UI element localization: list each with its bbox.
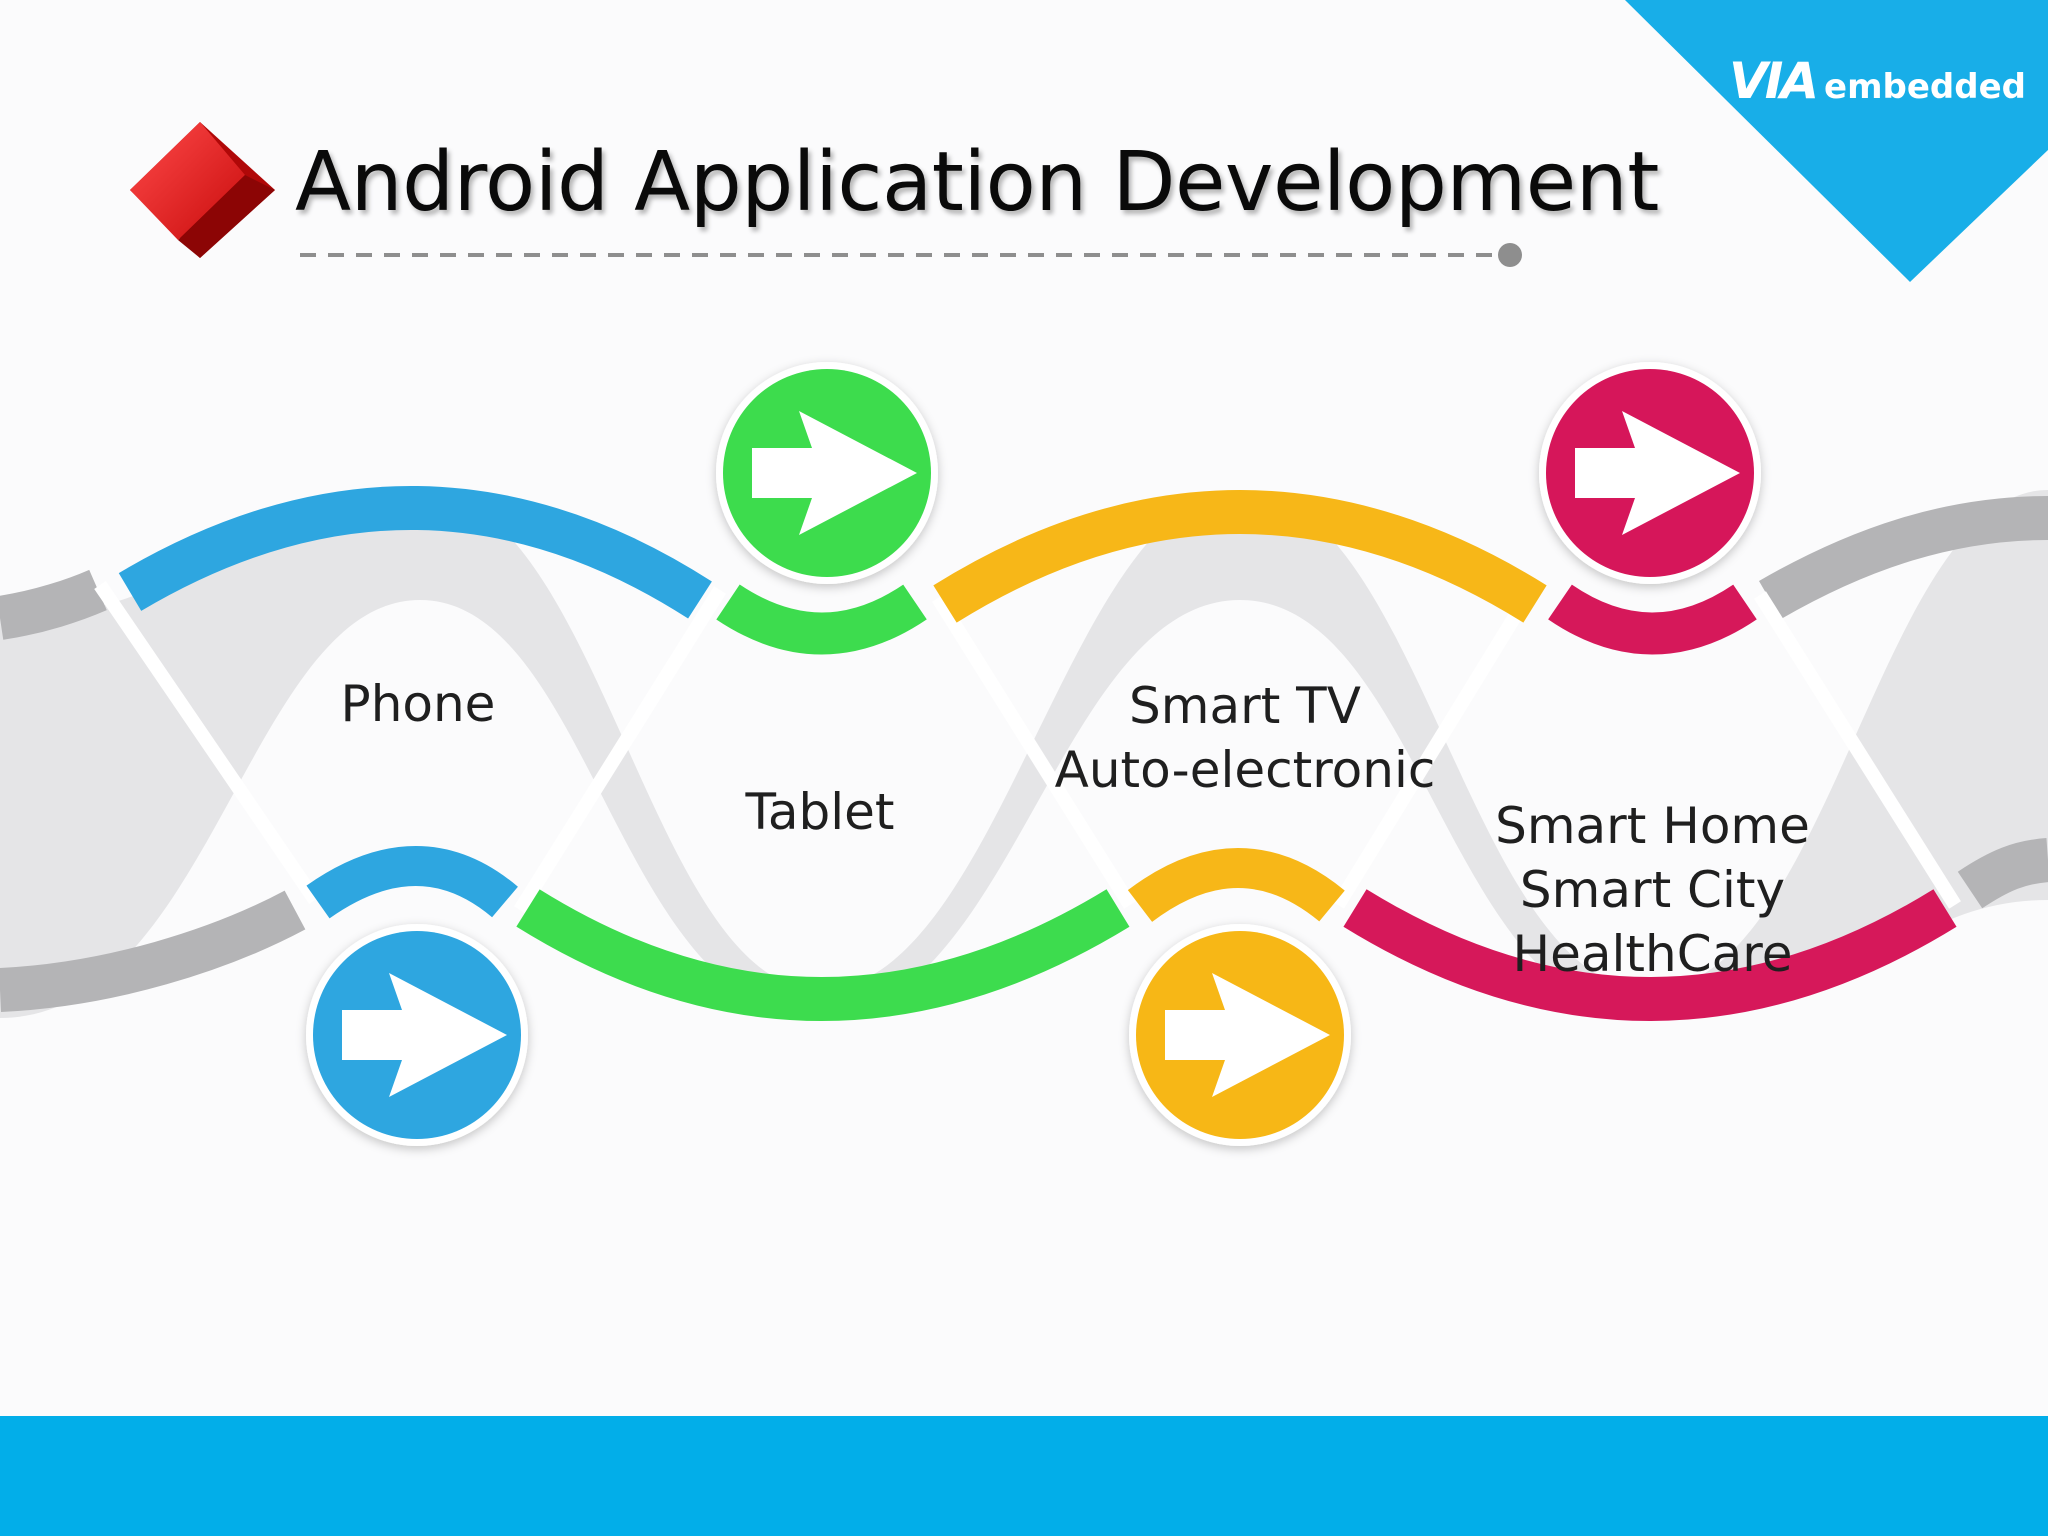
arrow-right-icon: [342, 973, 507, 1097]
segment-label-tablet: Tablet: [670, 780, 970, 844]
arrow-right-icon: [1165, 973, 1330, 1097]
ribbon-edge-left-top: [0, 569, 107, 640]
segment-label-text: Tablet: [745, 783, 895, 841]
ribbon-separators: [94, 581, 1961, 914]
segment-label-text: Smart Home Smart City HealthCare: [1495, 797, 1810, 983]
brand-mark: VIA: [1729, 52, 1819, 110]
tablet-top-arc: [716, 584, 927, 655]
smart-home-top-arc: [1548, 584, 1757, 655]
brand-name: embedded: [1824, 67, 2026, 107]
segment-label-text: Phone: [340, 675, 496, 733]
smart-tv-top-arc: [933, 490, 1547, 623]
arrow-right-icon: [752, 411, 917, 535]
smart-home-bottom-arc: [1343, 889, 1957, 1021]
ribbon-edge-right-bottom: [1957, 838, 2048, 909]
ribbon-edge-right-top: [1758, 496, 2048, 620]
segment-label-phone: Phone: [268, 672, 568, 736]
arrow-right-icon: [1575, 411, 1740, 535]
footer-bar: [0, 1416, 2048, 1536]
segment-label-smart-tv: Smart TV Auto-electronic: [1040, 610, 1450, 802]
segment-label-text: Smart TV Auto-electronic: [1054, 677, 1436, 799]
corner-triangle: [1625, 0, 2048, 282]
title-diamond-icon: [130, 122, 275, 258]
tablet-bottom-arc: [516, 889, 1130, 1021]
phone-top-arc: [118, 486, 712, 619]
smart-tv-bottom-arc: [1127, 848, 1345, 923]
page-title: Android Application Development: [295, 135, 1659, 230]
segment-label-smart-home: Smart Home Smart City HealthCare: [1470, 730, 1835, 986]
phone-bottom-arc: [306, 846, 518, 919]
title-underline-dot: [1498, 243, 1522, 267]
ribbon-edge-left-bottom: [0, 890, 306, 1012]
ribbon-background: [0, 490, 2048, 1018]
